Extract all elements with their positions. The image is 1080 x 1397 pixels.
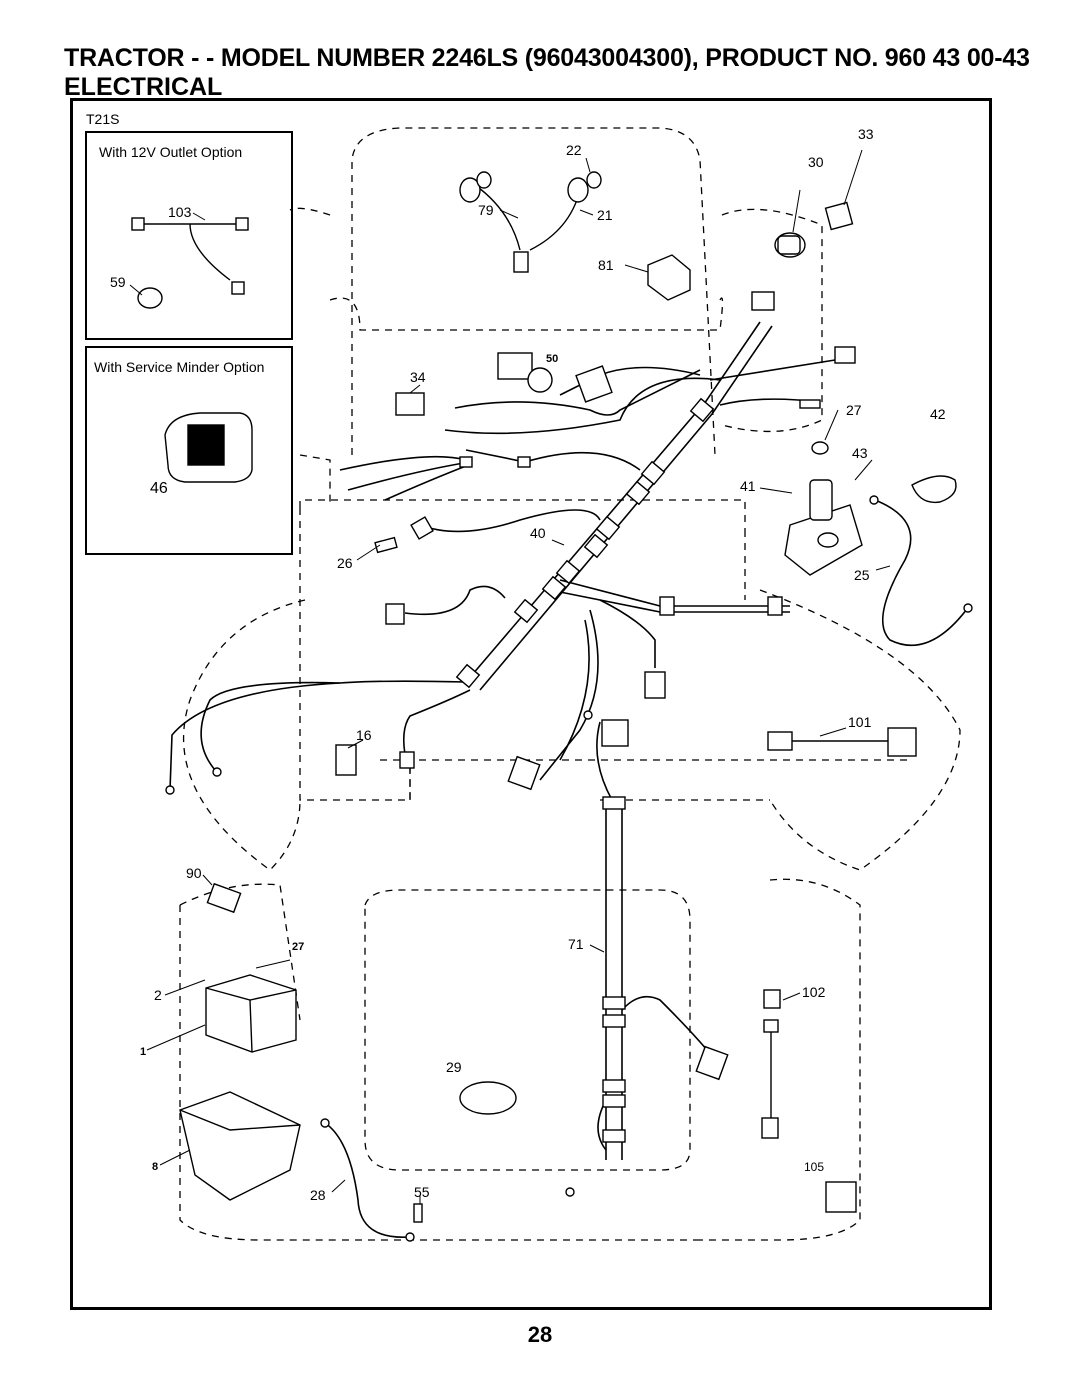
inset-service-box — [85, 346, 293, 555]
part-label-50: 50 — [546, 353, 559, 365]
page-title: TRACTOR - - MODEL NUMBER 2246LS (9604300… — [64, 44, 1030, 72]
part-label-43: 43 — [852, 445, 868, 461]
part-label-102: 102 — [802, 984, 826, 1000]
part-label-79: 79 — [478, 202, 494, 218]
part-label-101: 101 — [848, 714, 872, 730]
page-number: 28 — [527, 1322, 553, 1347]
part-label-90: 90 — [186, 865, 202, 881]
part-label-34: 34 — [410, 369, 426, 385]
part-label-42: 42 — [930, 406, 946, 422]
part-label-40: 40 — [530, 525, 546, 541]
right-rear-fender-outline — [759, 589, 961, 871]
part-label-25: 25 — [854, 567, 870, 583]
inset-12v-box — [85, 131, 293, 340]
inset-12v-caption: With 12V Outlet Option — [99, 144, 243, 160]
part-label-30: 30 — [808, 154, 824, 170]
section-heading: ELECTRICAL — [64, 73, 223, 101]
part-label-27: 27 — [846, 402, 862, 418]
part-label-71: 71 — [568, 936, 584, 952]
part-label-21: 21 — [597, 207, 613, 223]
part-label-2: 2 — [154, 987, 162, 1003]
left-fender-outline — [182, 599, 306, 871]
part-label-26: 26 — [337, 555, 353, 571]
part-label-59: 59 — [110, 274, 126, 290]
part-label-33: 33 — [858, 126, 874, 142]
part-label-46: 46 — [150, 480, 168, 497]
part-label-55: 55 — [414, 1184, 430, 1200]
inset-service-caption: With Service Minder Option — [94, 359, 265, 375]
part-label-41: 41 — [740, 478, 756, 494]
part-label-16: 16 — [356, 727, 372, 743]
part-label-103: 103 — [168, 204, 192, 220]
diagram-code: T21S — [86, 111, 120, 127]
part-label-1: 1 — [140, 1046, 147, 1058]
diagram-frame — [70, 98, 992, 1310]
part-label-27-battery: 27 — [292, 941, 305, 953]
connector-top — [751, 291, 775, 311]
main-harness-a — [465, 407, 701, 683]
part-label-81: 81 — [598, 257, 614, 273]
part-label-8: 8 — [152, 1161, 159, 1173]
part-label-22: 22 — [566, 142, 582, 158]
part-label-28: 28 — [310, 1187, 326, 1203]
seat-outline — [364, 889, 691, 1171]
right-fender-outline — [721, 208, 823, 433]
part-label-105: 105 — [804, 1160, 825, 1174]
part-label-29: 29 — [446, 1059, 462, 1075]
